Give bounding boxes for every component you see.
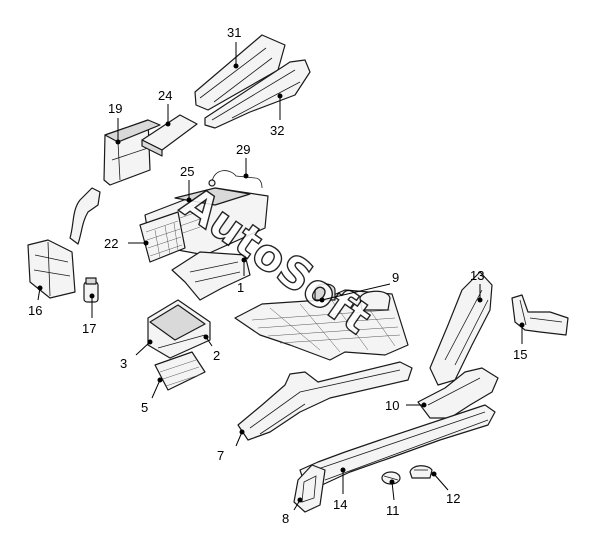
reinforcement-10 bbox=[417, 367, 499, 419]
callout-29-label: 29 bbox=[236, 142, 250, 157]
callout-31-label: 31 bbox=[227, 25, 241, 40]
callout-11: 11 bbox=[386, 479, 400, 518]
callout-3: 3 bbox=[120, 339, 153, 371]
callout-12: 12 bbox=[431, 471, 460, 506]
callout-31: 31 bbox=[227, 25, 241, 69]
callout-24: 24 bbox=[158, 88, 172, 127]
side-member-7 bbox=[237, 361, 413, 441]
callout-7-label: 7 bbox=[217, 448, 224, 463]
callouts: 1 2 3 5 7 8 9 10 bbox=[28, 25, 527, 526]
callout-10-label: 10 bbox=[385, 398, 399, 413]
callout-1-label: 1 bbox=[237, 280, 244, 295]
callout-22: 22 bbox=[104, 236, 149, 251]
callout-8-label: 8 bbox=[282, 511, 289, 526]
callout-14-label: 14 bbox=[333, 497, 347, 512]
callout-15: 15 bbox=[513, 322, 527, 362]
callout-16: 16 bbox=[28, 285, 43, 318]
callout-3-label: 3 bbox=[120, 356, 127, 371]
callout-1: 1 bbox=[237, 257, 247, 295]
callout-32-label: 32 bbox=[270, 123, 284, 138]
callout-29: 29 bbox=[236, 142, 250, 179]
upper-rail-32 bbox=[204, 59, 311, 129]
callout-17-label: 17 bbox=[82, 321, 96, 336]
bracket-1 bbox=[171, 251, 251, 301]
end-plate-8 bbox=[293, 464, 326, 513]
air-box-3 bbox=[147, 299, 211, 359]
cable-29 bbox=[208, 170, 263, 189]
washer-reservoir-16 bbox=[27, 187, 101, 299]
callout-16-label: 16 bbox=[28, 303, 42, 318]
lower-member-14 bbox=[299, 404, 496, 486]
callout-8: 8 bbox=[282, 497, 303, 526]
callout-17: 17 bbox=[82, 293, 96, 336]
module-5 bbox=[154, 351, 206, 391]
callout-2: 2 bbox=[203, 334, 220, 363]
callout-22-label: 22 bbox=[104, 236, 118, 251]
callout-5-label: 5 bbox=[141, 400, 148, 415]
callout-13-label: 13 bbox=[470, 268, 484, 283]
callout-15-label: 15 bbox=[513, 347, 527, 362]
bracket-15 bbox=[511, 294, 569, 336]
callout-10: 10 bbox=[385, 398, 427, 413]
washer-pump-17 bbox=[83, 277, 99, 303]
callout-25-label: 25 bbox=[180, 164, 194, 179]
callout-25: 25 bbox=[180, 164, 194, 203]
callout-12-label: 12 bbox=[446, 491, 460, 506]
callout-2-label: 2 bbox=[213, 348, 220, 363]
clip-12 bbox=[409, 465, 433, 479]
callout-19-label: 19 bbox=[108, 101, 122, 116]
callout-24-label: 24 bbox=[158, 88, 172, 103]
callout-9: 9 bbox=[319, 270, 399, 303]
callout-14: 14 bbox=[333, 467, 347, 512]
callout-19: 19 bbox=[108, 101, 122, 145]
callout-13: 13 bbox=[470, 268, 484, 303]
callout-5: 5 bbox=[141, 377, 163, 415]
battery-box-19 bbox=[103, 119, 161, 186]
callout-11-label: 11 bbox=[386, 503, 400, 518]
callout-32: 32 bbox=[270, 93, 284, 138]
callout-9-label: 9 bbox=[392, 270, 399, 285]
callout-7: 7 bbox=[217, 429, 245, 463]
connector-block-22 bbox=[139, 211, 186, 263]
side-rail-13 bbox=[429, 271, 493, 386]
floor-plate-9 bbox=[234, 283, 409, 361]
